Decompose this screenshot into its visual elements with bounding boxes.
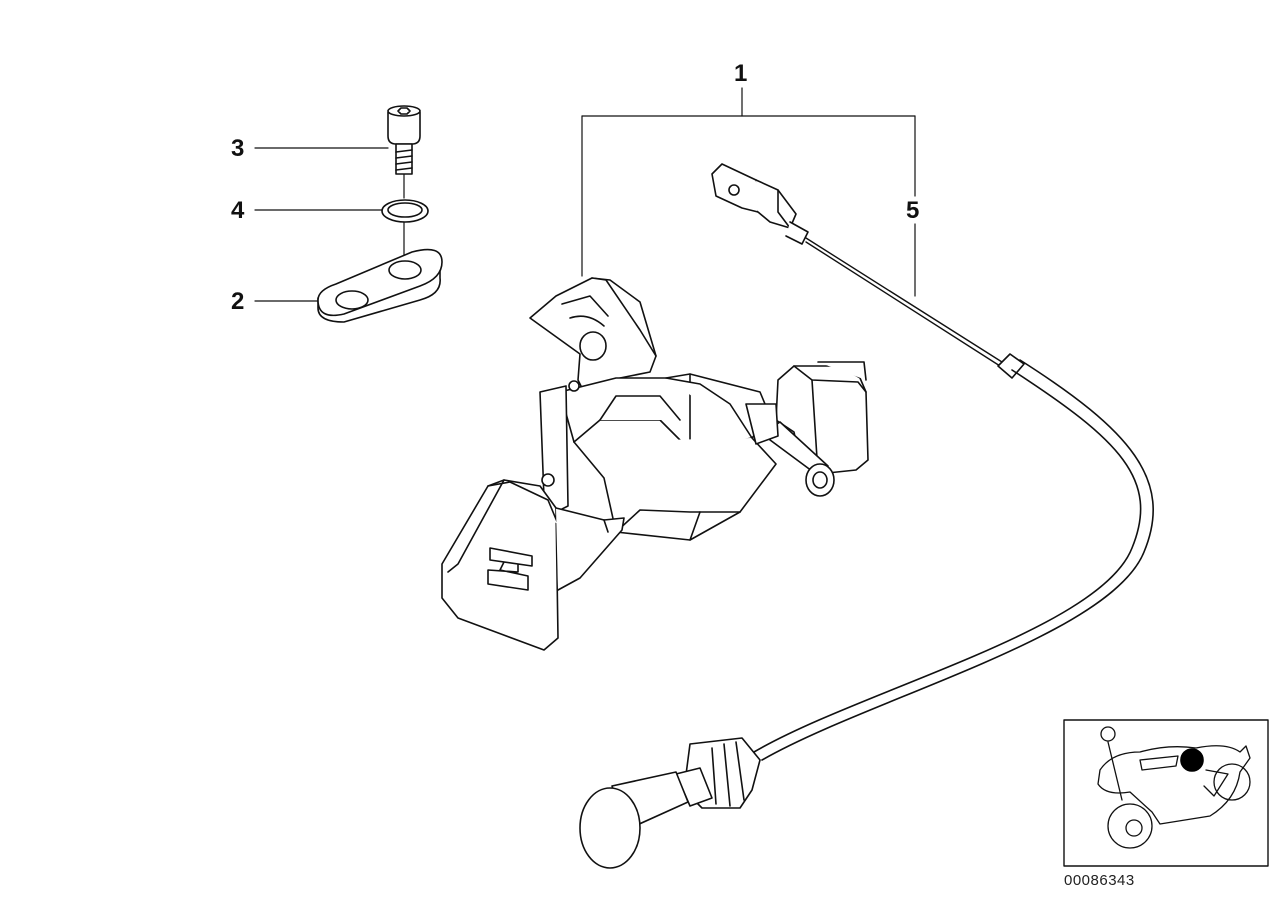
callout-part-2: 2	[231, 288, 245, 315]
leader-lines	[254, 87, 916, 302]
screw-part-3	[387, 105, 421, 175]
latch-assembly-part-1	[441, 277, 869, 651]
location-marker-icon	[1180, 748, 1204, 772]
document-number: 00086343	[1064, 872, 1135, 889]
callout-part-3: 3	[231, 135, 245, 162]
location-inset	[1063, 719, 1269, 867]
callout-part-5: 5	[906, 197, 920, 224]
washer-part-4	[381, 199, 429, 223]
callout-part-1: 1	[734, 60, 748, 87]
callout-part-4: 4	[231, 197, 245, 224]
cable-part-5	[579, 163, 1154, 869]
motorcycle-silhouette	[1097, 726, 1251, 849]
plate-part-2	[317, 248, 443, 323]
